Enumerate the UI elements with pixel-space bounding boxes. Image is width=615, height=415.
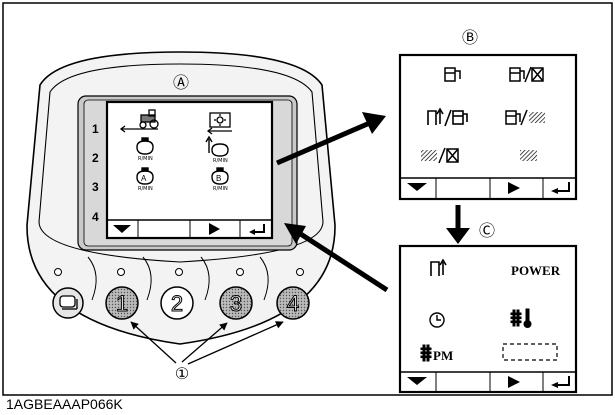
row-number-1: 1 xyxy=(92,122,99,136)
button-3[interactable]: 3 xyxy=(219,286,253,320)
svg-text:2: 2 xyxy=(171,291,183,316)
row-number-2: 2 xyxy=(92,151,99,165)
callout-1: ① xyxy=(175,366,189,383)
tractor-icon xyxy=(119,109,159,133)
figure-id: 1AGBEAAAP066K xyxy=(6,396,123,412)
display-icon xyxy=(59,295,76,308)
svg-text:4: 4 xyxy=(287,291,299,316)
flow-arrow-a-to-b xyxy=(276,112,386,166)
down-arrow-icon xyxy=(407,183,427,191)
screen-b xyxy=(398,53,578,201)
svg-text:1: 1 xyxy=(116,291,128,316)
row-number-4: 4 xyxy=(92,210,99,224)
callout-a: Ⓐ xyxy=(173,74,189,92)
right-arrow-icon xyxy=(508,376,520,388)
dpf-icon xyxy=(520,150,537,161)
panel-inner-rim xyxy=(38,63,324,263)
flow-arrow-c-to-a xyxy=(284,223,389,293)
indicator-lamps xyxy=(54,268,304,276)
unit-label: R/MIN xyxy=(213,158,228,164)
right-arrow-icon xyxy=(209,223,220,235)
unit-label: R/MIN xyxy=(138,186,153,192)
pto-fuel-icon xyxy=(427,107,468,127)
coolant-temp-icon xyxy=(510,308,532,328)
fuel-dpf-icon xyxy=(505,109,545,126)
button-2[interactable]: 2 xyxy=(160,286,194,320)
engine-speed-up-icon xyxy=(205,135,229,157)
down-arrow-icon xyxy=(407,377,427,385)
outer-frame xyxy=(2,2,613,396)
memory-b-icon: B xyxy=(211,167,229,185)
svg-text:3: 3 xyxy=(230,291,242,316)
engine-lamp-icon xyxy=(206,112,232,135)
unit-label: R/MIN xyxy=(138,156,153,162)
row-number-3: 3 xyxy=(92,180,99,194)
flow-arrow-b-to-c xyxy=(446,205,470,244)
enter-icon xyxy=(555,376,570,386)
meter-panel: 1 2 3 4 xyxy=(26,51,336,345)
screen-c: POWER PM xyxy=(398,244,578,394)
enter-icon xyxy=(252,224,265,233)
pm-label: PM xyxy=(433,348,453,363)
button-4[interactable]: 4 xyxy=(276,286,310,320)
clock-icon xyxy=(429,312,445,328)
engine-speed-icon xyxy=(136,137,154,155)
pto-icon xyxy=(430,258,447,276)
dpf-def-icon xyxy=(421,147,459,164)
callout-c: Ⓒ xyxy=(479,222,495,240)
dpf-pm-icon xyxy=(420,344,432,362)
callout-b: Ⓑ xyxy=(462,29,478,47)
button-1[interactable]: 1 xyxy=(105,286,139,320)
unit-label: R/MIN xyxy=(213,186,228,192)
svg-text:A: A xyxy=(141,174,147,183)
button-separators xyxy=(87,256,269,301)
enter-icon xyxy=(555,182,570,192)
svg-text:B: B xyxy=(216,174,221,183)
fuel-icon xyxy=(444,67,461,82)
down-arrow-icon xyxy=(113,225,131,233)
memory-a-icon: A xyxy=(136,167,154,185)
fuel-def-icon xyxy=(509,66,544,83)
right-arrow-icon xyxy=(508,182,520,194)
callout-1-leaders xyxy=(130,321,284,365)
screen-a xyxy=(105,100,274,240)
display-button[interactable] xyxy=(52,287,84,319)
power-label: POWER xyxy=(511,263,561,278)
